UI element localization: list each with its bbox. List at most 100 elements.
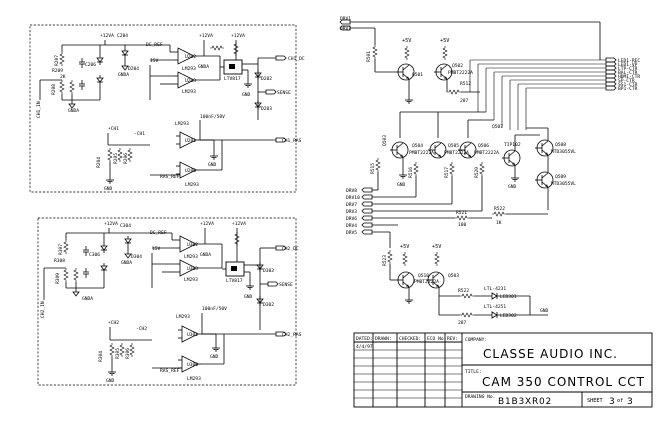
ch1-minus-label: -CH1 xyxy=(134,131,145,137)
led5-label: HDMI-CTR xyxy=(618,74,640,80)
company-name: CLASSE AUDIO INC. xyxy=(483,347,618,361)
title-label: TITLE: xyxy=(465,369,482,375)
val-287-label-1: 287 xyxy=(460,98,469,104)
r205-label: R205 xyxy=(113,153,119,164)
ch2-in-label: CH2_IN xyxy=(40,301,46,318)
led1-label: LED1-REC xyxy=(618,58,640,64)
drv10-label: DRV10 xyxy=(346,195,360,201)
led6-label: SP-CTR xyxy=(618,78,635,84)
ch2-dc-label: CH2_DC xyxy=(282,246,299,252)
val-1k-label: 1K xyxy=(496,220,502,226)
r209-label: R209 xyxy=(52,68,63,74)
q508-label: Q508 xyxy=(555,142,566,148)
led301-label: LED301 xyxy=(500,294,517,300)
top-supply-label-1: +12VA xyxy=(100,33,114,39)
lm293a-label-b: LM293 xyxy=(184,254,198,260)
q506-label: Q506 xyxy=(478,143,489,149)
u301-label: U301 xyxy=(187,332,198,338)
u302-label: U302 xyxy=(187,242,198,248)
r516-label: R516 xyxy=(408,167,414,178)
bottom-supply-label-1: +12VA xyxy=(104,221,118,227)
lm293c-label: LM293 xyxy=(175,121,189,127)
top-channel-block: CH1_IN R207 R209 R208 C206 GNDA 2K +12VA… xyxy=(29,24,305,193)
drawing-no-label: DRAWING No. xyxy=(465,394,495,400)
gnd-label-bottom: GND xyxy=(244,294,253,300)
gnda-label-1: GNDA xyxy=(68,108,79,114)
ch2-plus-label: +CH2 xyxy=(108,320,119,326)
gnd-label-top-2: GND xyxy=(104,186,113,192)
led302-label: LED302 xyxy=(500,313,517,319)
c304-label: C304 xyxy=(120,223,131,229)
rev-header: REV: xyxy=(447,336,458,342)
c206-label: C206 xyxy=(85,62,96,68)
plus5-label-2: +5V xyxy=(440,38,449,44)
val-2k-label: 2K xyxy=(60,74,66,80)
c204-label: C204 xyxy=(117,33,128,39)
q502-label: Q502 xyxy=(452,63,463,69)
top-supply-label-2: +12VA xyxy=(199,33,213,39)
q501-label: Q501 xyxy=(412,72,423,78)
plus5-label-3: +5V xyxy=(400,244,409,250)
d303-label: D303 xyxy=(263,268,274,274)
gnd-label-bottom-2: GND xyxy=(106,378,115,384)
r512-label: R512 xyxy=(460,81,471,87)
led8-label: BP1-CTR xyxy=(618,86,638,92)
gnda-label-b1: GNDA xyxy=(82,296,93,302)
drv8-label: DRV8 xyxy=(346,188,357,194)
ltv-label-b: LTV817 xyxy=(226,278,243,284)
gnda-label-b3: GNDA xyxy=(200,252,211,258)
drv1-label: DRV1 xyxy=(340,16,351,22)
date-value: 4/4/97 xyxy=(356,344,373,350)
led-output-connectors: LED1-REC LED1-VP LTP-CTR BAL-CTR HDMI-CT… xyxy=(469,22,640,130)
sense-label-bottom: SENSE xyxy=(279,282,293,288)
u201-label: U201 xyxy=(185,138,196,144)
drawn-header: DRAWN: xyxy=(375,336,392,342)
dated-header: DATED: xyxy=(356,336,373,342)
ch2-minus-label: -CH2 xyxy=(136,326,147,332)
val-100-label: 100 xyxy=(458,222,467,228)
u300-label: U300 xyxy=(187,362,198,368)
r308-label: R308 xyxy=(54,258,65,264)
led4-label: BAL-CTR xyxy=(618,70,638,76)
q503-label: Q503 xyxy=(382,135,388,146)
lm293b-label-b: LM293 xyxy=(184,277,198,283)
pmbt-label-4: PMBT2222A xyxy=(474,150,499,156)
pmbt-label-1: PMBT2222A xyxy=(448,70,473,76)
lm293a-label: LM293 xyxy=(182,66,196,72)
led7-label: SS1-CTR xyxy=(618,82,638,88)
lm293d-label-b: LM293 xyxy=(187,376,201,382)
q505-label: Q505 xyxy=(448,143,459,149)
gnda-label-3: GNDA xyxy=(198,64,209,70)
drv3-label: DRV3 xyxy=(346,209,357,215)
r523-label: R523 xyxy=(382,255,388,266)
sheet-label: SHEET xyxy=(587,398,603,404)
lm293b-label: LM293 xyxy=(182,89,196,95)
u303-label: U303 xyxy=(187,266,198,272)
pmbt-label-5: PMBT2222A xyxy=(414,279,439,285)
cap-100nf-label-b: 100nF/50V xyxy=(202,306,227,312)
r306-label: R306 xyxy=(125,348,131,359)
r521-label: R521 xyxy=(456,210,467,216)
ch1-in-label: CH1_IN xyxy=(36,101,42,118)
pmbt-label-2: PMBT2222A xyxy=(409,150,434,156)
drawing-number: B1B3XR02 xyxy=(498,397,552,407)
r517-label: R517 xyxy=(444,167,450,178)
d203-label: D203 xyxy=(261,106,272,112)
company-label: COMPANY: xyxy=(465,337,487,343)
tip102-label: TIP102 xyxy=(504,142,521,148)
val-287-label-2: 287 xyxy=(458,320,467,326)
q507-label: Q507 xyxy=(492,124,503,130)
r207-label: R207 xyxy=(54,55,60,66)
sheet-of: of xyxy=(617,398,623,404)
q503b-label: Q503 xyxy=(448,273,459,279)
cap-100nf-label: 100nF/50V xyxy=(200,114,225,120)
bottom-supply-label-2: +12VA xyxy=(200,221,214,227)
gnd-label-top: GND xyxy=(242,92,251,98)
r501-label: R501 xyxy=(366,51,372,62)
gnd-label-top-3: GND xyxy=(208,162,217,168)
drv7-label: DRV7 xyxy=(346,202,357,208)
bottom-channel-block: CH2_IN R307 R308 R309 C306 GNDA +12VA C3… xyxy=(37,217,302,386)
eco-header: ECO No: xyxy=(427,336,446,342)
r520-label: R520 xyxy=(474,167,480,178)
sheet-total: 3 xyxy=(627,397,634,407)
